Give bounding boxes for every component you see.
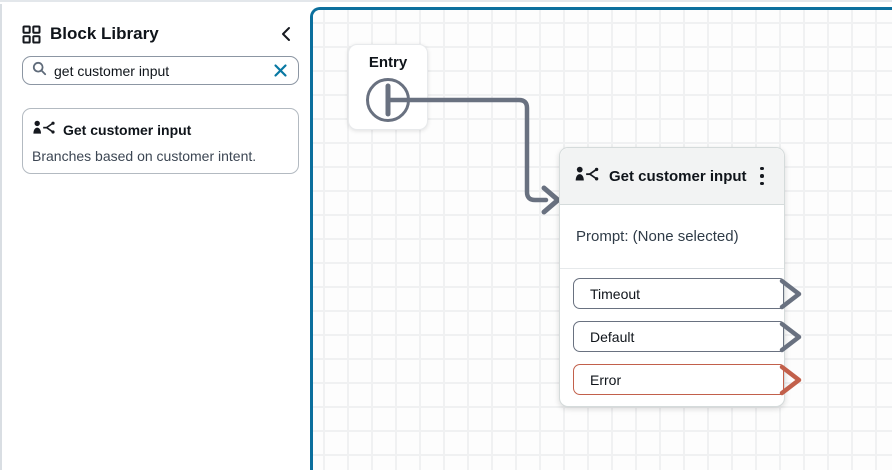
block-result-card[interactable]: Get customer input Branches based on cus… bbox=[22, 108, 299, 174]
block-library-header: Block Library bbox=[22, 22, 296, 46]
branch-timeout[interactable]: Timeout bbox=[573, 278, 802, 309]
branch-label: Default bbox=[590, 328, 635, 345]
collapse-panel-button[interactable] bbox=[276, 24, 296, 44]
prompt-text: Prompt: (None selected) bbox=[576, 228, 739, 245]
connection-arrowhead bbox=[541, 185, 561, 215]
block-prompt-row: Prompt: (None selected) bbox=[560, 205, 784, 269]
grid-icon bbox=[22, 25, 41, 44]
person-branch-icon bbox=[33, 120, 55, 140]
person-branch-icon bbox=[575, 166, 599, 187]
kebab-menu-icon[interactable] bbox=[752, 164, 772, 188]
search-icon bbox=[32, 61, 47, 81]
entry-block[interactable]: Entry bbox=[348, 44, 428, 130]
block-result-description: Branches based on customer intent. bbox=[32, 148, 257, 164]
branch-label: Error bbox=[590, 371, 622, 388]
block-result-title-row: Get customer input bbox=[33, 120, 191, 140]
block-title: Get customer input bbox=[609, 167, 747, 185]
block-header: Get customer input bbox=[560, 148, 784, 205]
entry-block-title: Entry bbox=[368, 54, 408, 71]
branch-label: Timeout bbox=[590, 285, 641, 302]
canvas-grid: Entry bbox=[313, 10, 892, 470]
block-library-panel: Block Library bbox=[0, 4, 310, 470]
branch-output-connector[interactable] bbox=[779, 320, 803, 354]
close-icon[interactable] bbox=[271, 62, 289, 80]
branch-output-connector[interactable] bbox=[779, 363, 803, 397]
branch-output-connector[interactable] bbox=[779, 277, 803, 311]
block-branches: Timeout Default bbox=[560, 269, 802, 395]
block-search bbox=[22, 56, 299, 85]
branch-default[interactable]: Default bbox=[573, 321, 802, 352]
branch-error[interactable]: Error bbox=[573, 364, 802, 395]
block-result-title: Get customer input bbox=[63, 122, 192, 138]
flow-canvas[interactable]: Entry bbox=[310, 7, 892, 470]
get-customer-input-block[interactable]: Get customer input Prompt: (None selecte… bbox=[559, 147, 802, 407]
search-input[interactable] bbox=[54, 62, 271, 79]
panel-title: Block Library bbox=[50, 24, 159, 43]
